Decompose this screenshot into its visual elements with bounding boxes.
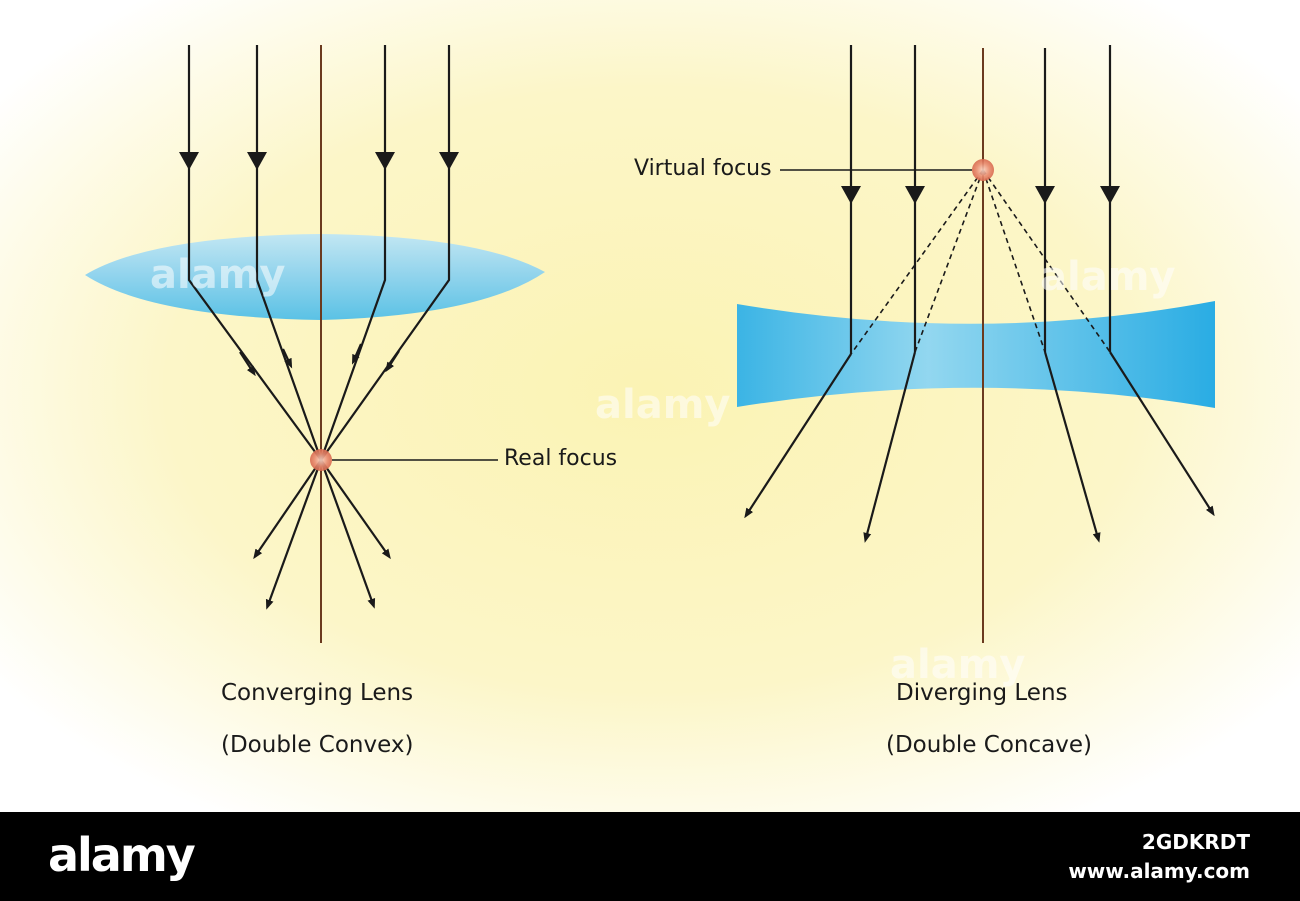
converging-lens-title: Converging Lens xyxy=(221,680,414,706)
emergent-ray xyxy=(863,351,917,543)
emergent-ray xyxy=(319,459,376,609)
brand-logo: alamy xyxy=(48,828,196,882)
emergent-rays-left xyxy=(253,459,391,610)
refracted-arrow xyxy=(385,350,400,373)
watermark-overlay: alamy alamy alamy alamy xyxy=(150,252,1175,688)
svg-text:alamy: alamy xyxy=(150,252,285,298)
lens-diagram: alamy alamy alamy alamy xyxy=(0,0,1300,812)
image-id: 2GDKRDT xyxy=(1141,830,1250,854)
incident-ray xyxy=(187,45,322,461)
convex-lens xyxy=(85,234,545,320)
virtual-focus-point xyxy=(972,159,994,181)
refracted-arrow xyxy=(239,351,256,377)
virtual-extensions xyxy=(850,169,1111,355)
arrowhead xyxy=(247,152,267,170)
arrowhead xyxy=(1100,186,1120,204)
diverging-lens-subtitle: (Double Concave) xyxy=(886,732,1092,758)
arrowhead xyxy=(439,152,459,170)
incident-arrowheads-right xyxy=(841,186,1120,204)
emergent-ray xyxy=(1043,351,1101,543)
emergent-ray xyxy=(1109,351,1215,517)
arrowhead xyxy=(841,186,861,204)
arrowhead xyxy=(375,152,395,170)
refracted-arrow xyxy=(351,343,363,365)
real-focus-point xyxy=(310,449,332,471)
converging-lens-group xyxy=(85,45,545,643)
diverging-lens-group xyxy=(737,45,1215,643)
incident-arrowheads-left xyxy=(179,152,459,170)
arrowhead xyxy=(179,152,199,170)
svg-text:alamy: alamy xyxy=(595,382,730,428)
incident-ray xyxy=(320,45,451,461)
emergent-ray xyxy=(265,459,323,610)
converging-lens-subtitle: (Double Convex) xyxy=(221,732,414,758)
emergent-rays-right xyxy=(744,351,1215,543)
watermark-footer: alamy 2GDKRDT www.alamy.com xyxy=(0,812,1300,901)
concave-lens xyxy=(737,301,1215,408)
refracted-arrows-left xyxy=(239,343,400,377)
emergent-ray xyxy=(744,353,852,519)
refracted-arrow xyxy=(282,348,293,369)
arrowhead xyxy=(1035,186,1055,204)
dashed-extension xyxy=(850,169,984,355)
incident-ray xyxy=(319,45,387,461)
svg-text:alamy: alamy xyxy=(890,642,1025,688)
source-url: www.alamy.com xyxy=(1068,859,1250,883)
emergent-ray xyxy=(253,459,322,560)
real-focus-label: Real focus xyxy=(504,446,618,471)
virtual-focus-label: Virtual focus xyxy=(634,156,772,181)
incident-rays-left xyxy=(187,45,451,461)
dashed-extension xyxy=(982,169,1111,353)
emergent-ray xyxy=(320,459,391,560)
background xyxy=(0,0,1300,812)
incident-ray xyxy=(255,45,323,461)
arrowhead xyxy=(905,186,925,204)
svg-text:alamy: alamy xyxy=(1040,254,1175,300)
diverging-lens-title: Diverging Lens xyxy=(896,680,1068,706)
